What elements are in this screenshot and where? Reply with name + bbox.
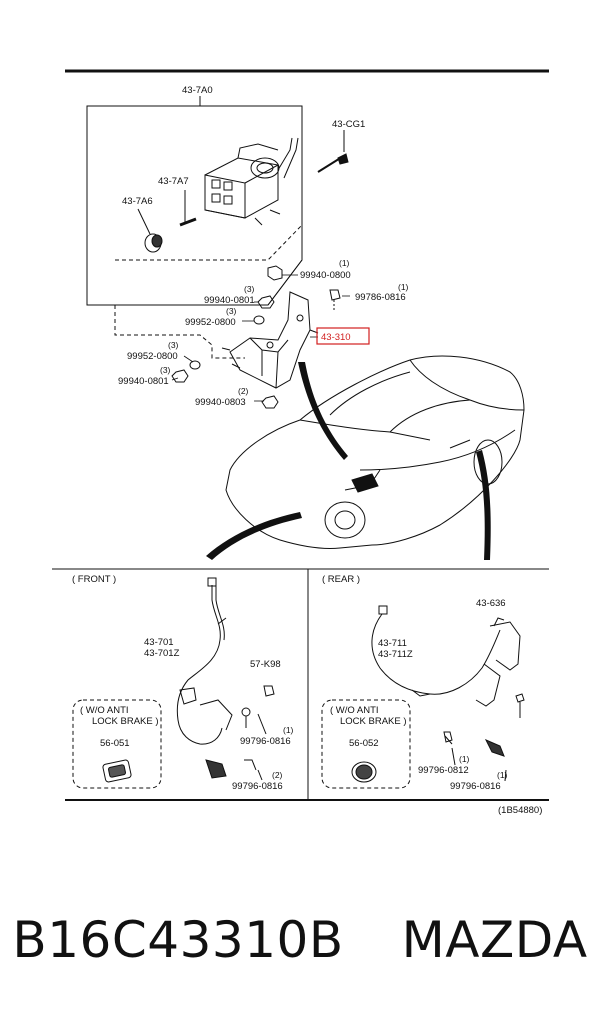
nut-upper-icon <box>257 295 275 309</box>
label-front-heading: ( FRONT ) <box>72 574 116 585</box>
car-illustration <box>225 355 525 549</box>
label-front-bolt2: 99796-0816 <box>232 781 283 792</box>
label-rear-wo-line1: ( W/O ANTI <box>330 705 379 716</box>
nut-bottom-icon <box>261 395 279 409</box>
nut-lower-icon <box>171 369 189 383</box>
part-number: B16C43310B <box>12 911 344 969</box>
nut-top-icon <box>267 265 283 281</box>
arrow-rear-sensor <box>476 450 491 560</box>
bracket-assembly <box>221 291 319 389</box>
label-front-bolt2-qty: (2) <box>272 770 283 780</box>
label-washer-lower: 99952-0800 <box>127 351 178 362</box>
label-bolt-right-qty: (1) <box>398 282 409 292</box>
label-rear-bolt2: 99796-0816 <box>450 781 501 792</box>
label-front-wo-line1: ( W/O ANTI <box>80 705 129 716</box>
label-rear-bolt1-qty: (1) <box>459 754 470 764</box>
label-nut-bottom-qty: (2) <box>238 386 249 396</box>
label-rear-sensor-r: 43-711Z <box>378 649 413 660</box>
hcu-unit <box>204 137 299 226</box>
label-rear-heading: ( REAR ) <box>322 574 360 585</box>
label-nut-upper: 99940-0801 <box>204 295 255 306</box>
label-highlighted-part[interactable]: 43-310 <box>321 332 351 343</box>
label-rear-wo-line2: LOCK BRAKE ) <box>340 716 407 727</box>
washer-upper-icon <box>253 315 265 325</box>
label-hcu-assembly: 43-7A0 <box>182 85 213 96</box>
label-bolt-7a7: 43-7A7 <box>158 176 189 187</box>
callout-leaders <box>171 274 350 402</box>
label-front-wo-line2: LOCK BRAKE ) <box>92 716 159 727</box>
label-rear-bolt1: 99796-0812 <box>418 765 469 776</box>
label-nut-top: 99940-0800 <box>300 270 351 281</box>
label-washer-upper: 99952-0800 <box>185 317 236 328</box>
label-rear-sensor-l: 43-711 <box>378 638 407 649</box>
label-nut-upper-qty: (3) <box>244 284 255 294</box>
front-plug-icon <box>102 759 132 783</box>
arrow-to-hcu <box>298 362 348 460</box>
rear-sensor-drawing <box>371 605 525 782</box>
arrow-front-sensor <box>206 512 302 560</box>
front-sensor-drawing <box>176 577 275 781</box>
part-title: B16C43310B MAZDA <box>0 895 600 985</box>
label-rear-bracket: 43-636 <box>476 598 506 609</box>
highlight-box <box>316 327 370 345</box>
label-front-sensor-r: 43-701Z <box>144 648 180 659</box>
bushing-7a6-icon <box>137 208 163 253</box>
label-nut-lower-qty: (3) <box>160 365 171 375</box>
label-nut-lower: 99940-0801 <box>118 376 169 387</box>
brand-name: MAZDA <box>401 911 588 969</box>
hcu-box <box>86 105 303 306</box>
label-front-plug: 56-051 <box>100 738 130 749</box>
label-washer-upper-qty: (3) <box>226 306 237 316</box>
label-front-sensor-l: 43-701 <box>144 637 174 648</box>
washer-lower-icon <box>189 360 201 370</box>
bolt-7a7-icon <box>179 190 197 227</box>
label-front-bolt1-qty: (1) <box>283 725 294 735</box>
rear-plug-icon <box>351 761 377 783</box>
label-bolt-right: 99786-0816 <box>355 292 406 303</box>
label-rear-bolt2-qty: (1) <box>497 770 508 780</box>
label-washer-lower-qty: (3) <box>168 340 179 350</box>
label-relay-bolt: 43-CG1 <box>332 119 365 130</box>
label-front-bolt1: 99796-0816 <box>240 736 291 747</box>
relay-bolt-icon <box>317 130 349 173</box>
parts-diagram: 43-7A0 43-CG1 43-7A7 43-7A6 (1) 99940-08… <box>52 69 549 816</box>
label-bushing-7a6: 43-7A6 <box>122 196 153 207</box>
label-nut-bottom: 99940-0803 <box>195 397 246 408</box>
label-figure-code: (1B54880) <box>498 805 542 816</box>
bolt-right-icon <box>329 289 341 312</box>
dashed-outline <box>114 305 245 359</box>
label-front-bolt: 57-K98 <box>250 659 281 670</box>
label-nut-top-qty: (1) <box>339 258 350 268</box>
label-rear-plug: 56-052 <box>349 738 379 749</box>
